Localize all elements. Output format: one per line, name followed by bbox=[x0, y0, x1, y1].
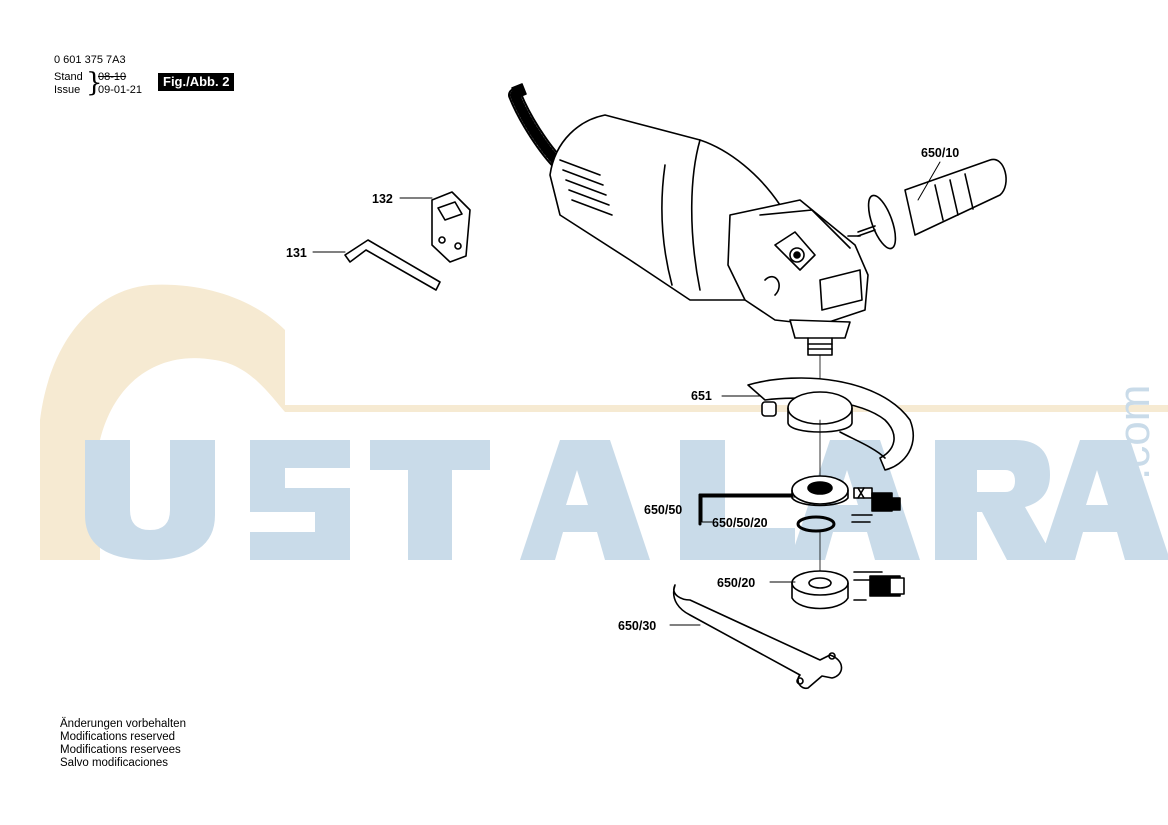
plate-132-drawing bbox=[431, 191, 471, 263]
grinder-body-drawing bbox=[549, 114, 869, 396]
issue-label: Issue bbox=[54, 84, 81, 96]
stand-value: 08-10 bbox=[98, 71, 127, 83]
part-label-131: 131 bbox=[286, 246, 307, 260]
wheel-guard-drawing bbox=[747, 377, 914, 471]
part-label-651: 651 bbox=[691, 389, 712, 403]
note-es: Salvo modificaciones bbox=[60, 757, 169, 769]
part-label-650-30: 650/30 bbox=[618, 619, 657, 633]
note-en: Modifications reserved bbox=[60, 731, 176, 743]
part-label-650-20: 650/20 bbox=[717, 576, 756, 590]
part-label-650-10: 650/10 bbox=[921, 146, 960, 160]
leader-lines bbox=[312, 161, 941, 626]
note-fr: Modifications reservees bbox=[60, 744, 181, 756]
part-number: 0 601 375 7A3 bbox=[54, 54, 126, 66]
note-de: Änderungen vorbehalten bbox=[60, 718, 186, 730]
power-cord-drawing bbox=[508, 83, 567, 172]
part-label-132: 132 bbox=[372, 192, 393, 206]
issue-value: 09-01-21 bbox=[98, 84, 143, 96]
side-handle-drawing bbox=[847, 158, 1007, 250]
part-label-650-50-20: 650/50/20 bbox=[712, 516, 768, 530]
brace-icon: } bbox=[86, 68, 103, 98]
hex-key-drawing bbox=[344, 239, 441, 291]
flange-nut-drawing bbox=[791, 419, 901, 533]
stand-label: Stand bbox=[54, 71, 83, 83]
figure-badge: Fig./Abb. 2 bbox=[158, 73, 235, 91]
mounting-flange-drawing bbox=[791, 529, 905, 610]
part-label-650-50: 650/50 bbox=[644, 503, 683, 517]
spanner-drawing bbox=[672, 584, 843, 690]
